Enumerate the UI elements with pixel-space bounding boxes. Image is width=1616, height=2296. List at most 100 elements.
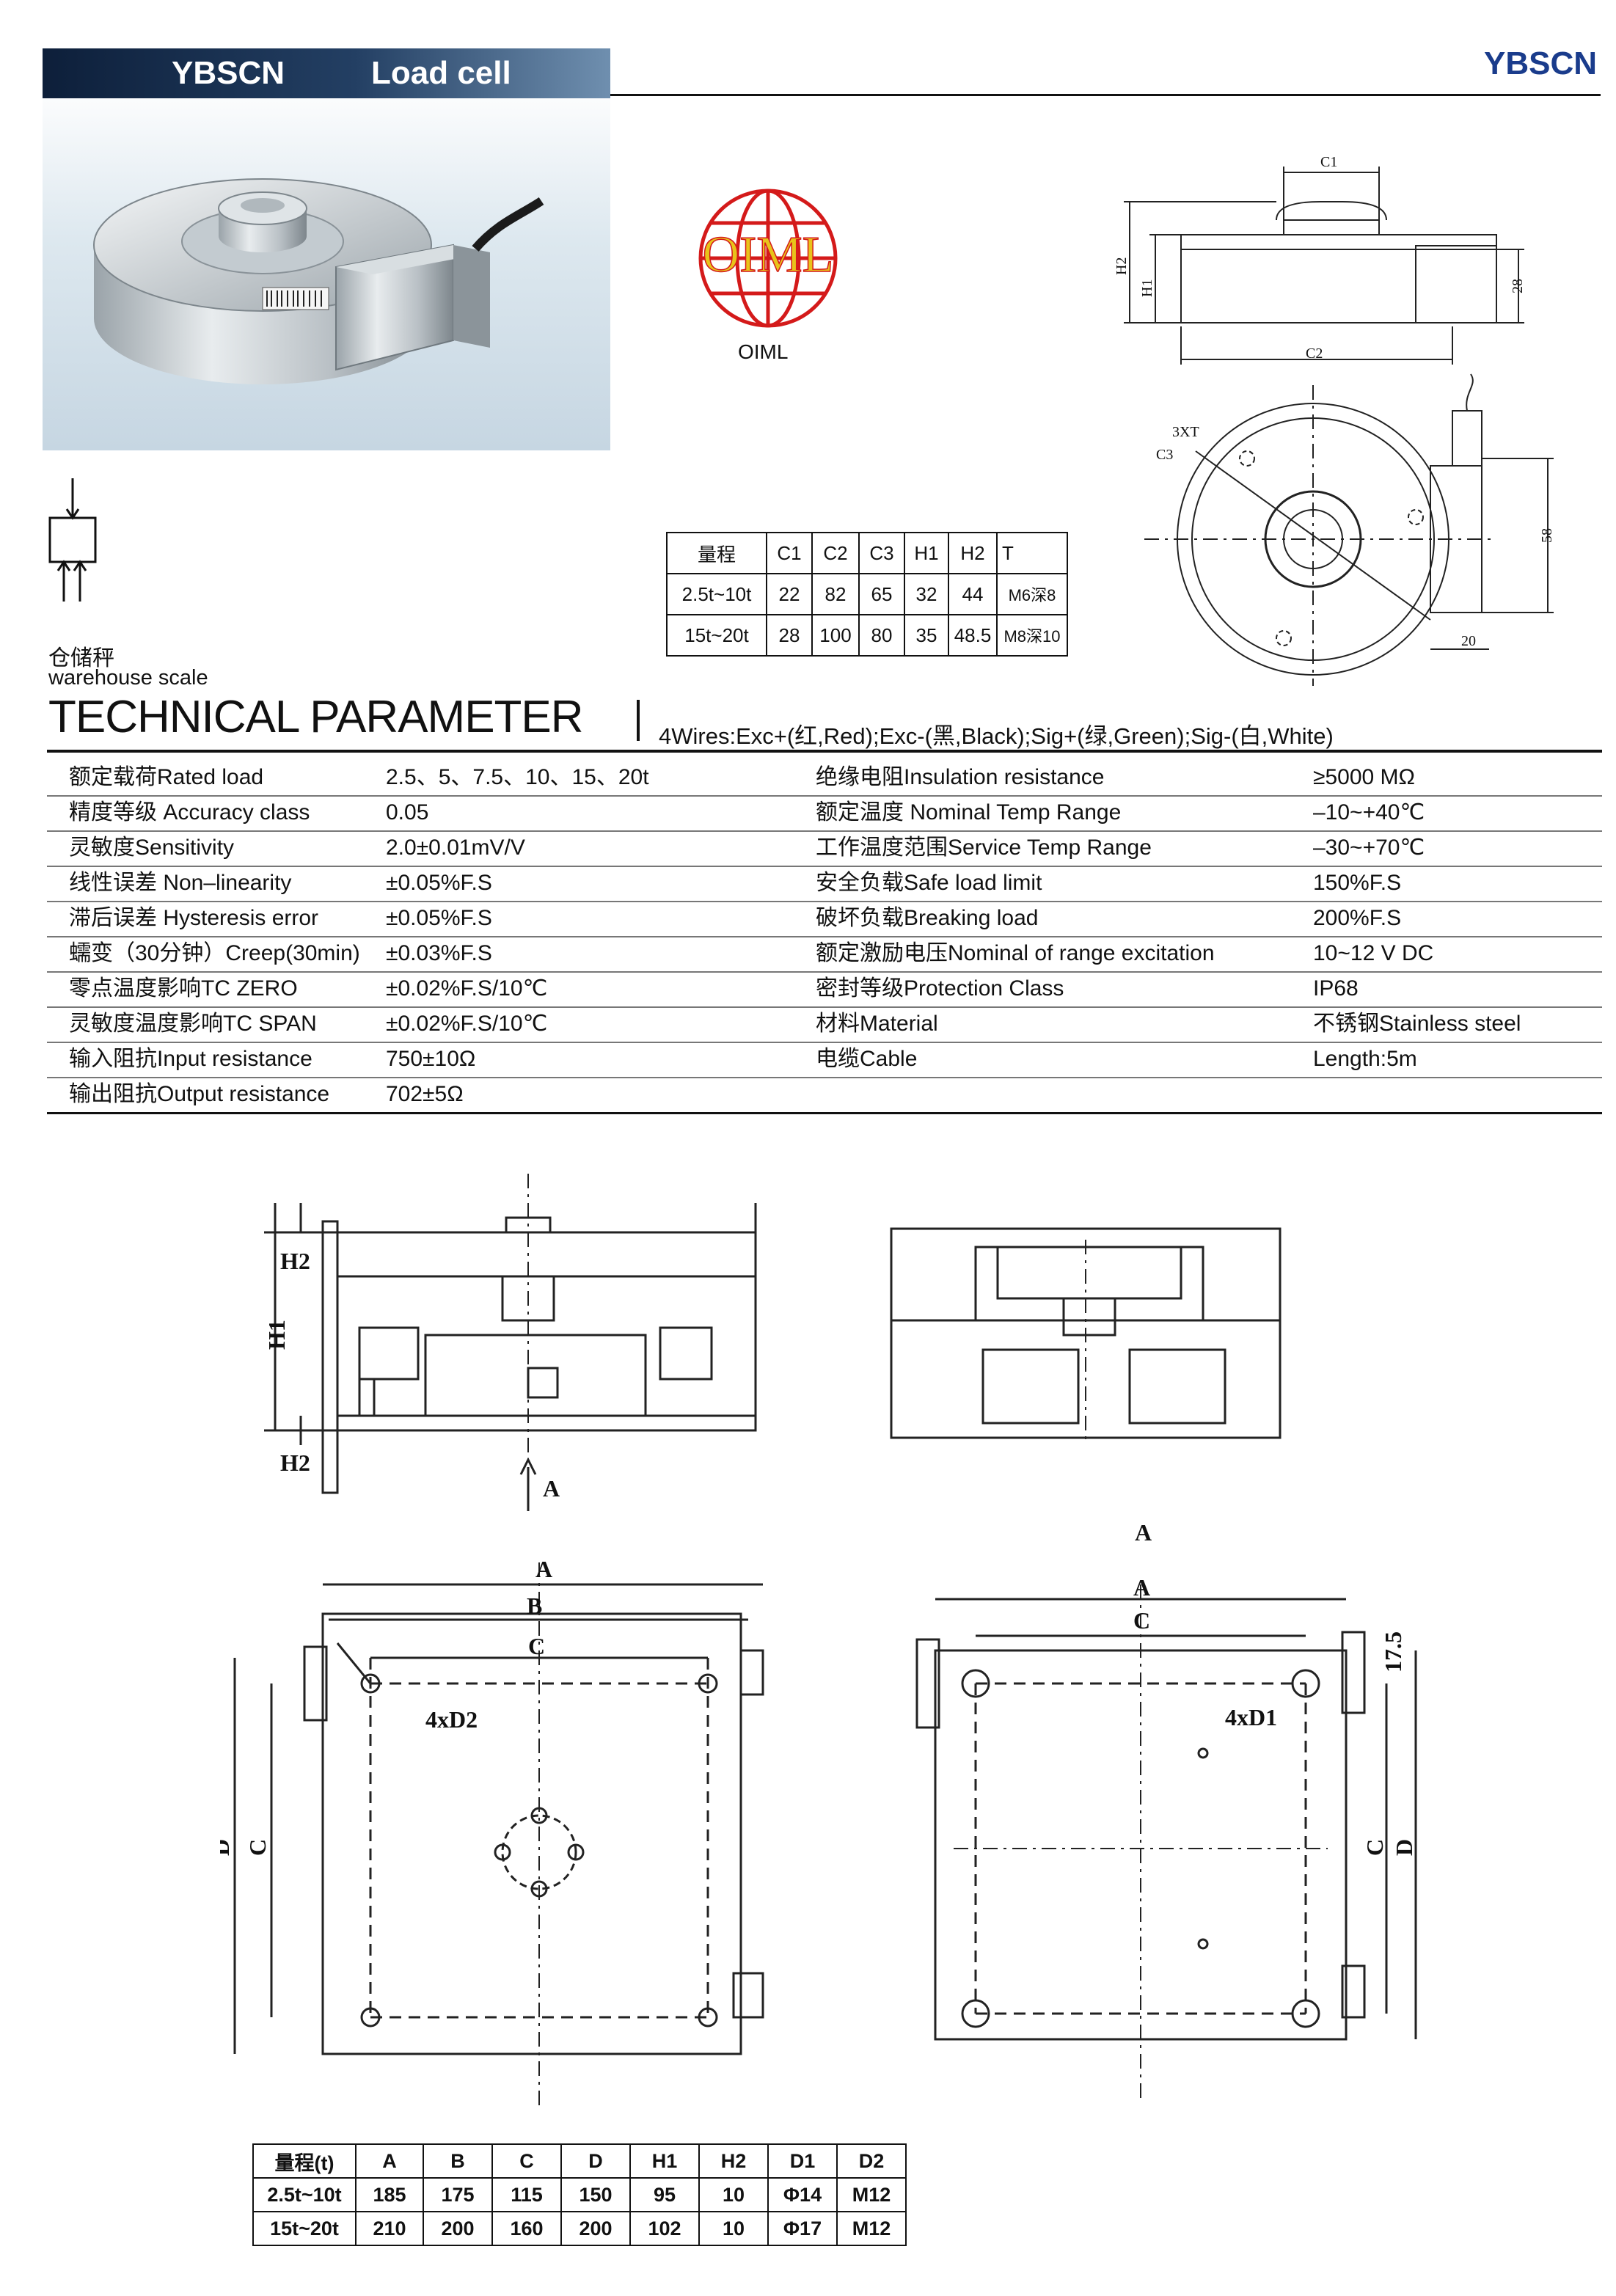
table-cell: 48.5	[948, 614, 998, 657]
dim-label-h2-bottom: H2	[280, 1449, 310, 1476]
product-photo	[43, 98, 610, 450]
table-cell: 82	[811, 573, 860, 615]
dim-label-28: 28	[1510, 279, 1526, 293]
table-cell: M8深10	[996, 614, 1068, 657]
table-cell: Φ14	[767, 2177, 838, 2212]
parameter-label: 额定温度 Nominal Temp Range	[816, 800, 1122, 825]
dim-label-58: 58	[1539, 528, 1555, 543]
dim-label-c-right: C	[1133, 1607, 1150, 1634]
parameter-label: 零点温度影响TC ZERO	[69, 976, 298, 1001]
header-rule	[610, 94, 1601, 96]
hole-label-4xd1: 4xD1	[1225, 1704, 1277, 1730]
table-cell: 185	[355, 2177, 424, 2212]
parameter-label: 额定激励电压Nominal of range excitation	[816, 941, 1215, 965]
table-row: 15t~20t 210 200 160 200 102 10 Φ17 M12	[252, 2211, 907, 2246]
dim-label-h2: H2	[1114, 257, 1130, 275]
parameter-row: 零点温度影响TC ZERO ±0.02%F.S/10℃ 密封等级Protecti…	[47, 971, 1602, 1008]
table-header-cell: H2	[698, 2143, 769, 2179]
table-header-cell: D2	[836, 2143, 907, 2179]
parameter-label: 额定载荷Rated load	[69, 765, 264, 789]
parameter-value: –10~+40℃	[1313, 800, 1425, 825]
table-cell: 2.5t~10t	[252, 2177, 357, 2212]
table-row: 15t~20t 28 100 80 35 48.5 M8深10	[666, 614, 1068, 657]
parameter-row: 滞后误差 Hysteresis error ±0.05%F.S 破坏负载Brea…	[47, 901, 1602, 937]
parameter-value: ±0.05%F.S	[386, 906, 492, 930]
technical-parameter-title: TECHNICAL PARAMETER	[48, 692, 584, 742]
scale-label-cn: 仓储秤	[48, 646, 114, 670]
parameter-label: 安全负载Safe load limit	[816, 871, 1042, 895]
parameter-row: 输出阻抗Output resistance 702±5Ω	[47, 1077, 1602, 1114]
parameter-row: 灵敏度Sensitivity 2.0±0.01mV/V 工作温度范围Servic…	[47, 830, 1602, 867]
load-cell-dimension-drawing: C1 C2 28 H2 H1 3XT C3 58 20	[1114, 154, 1555, 686]
assembly-plan-drawing: A B C D C 4xD2 A A C 4xD1 17.5 C D	[220, 1519, 1417, 2105]
parameter-label: 滞后误差 Hysteresis error	[69, 906, 319, 930]
table-cell: M6深8	[996, 573, 1068, 615]
parameter-value: ≥5000 MΩ	[1313, 765, 1415, 789]
table-cell: 175	[423, 2177, 493, 2212]
table-cell: 160	[491, 2211, 562, 2246]
parameter-value: 10~12 V DC	[1313, 941, 1434, 965]
dim-label-c1: C1	[1320, 154, 1337, 170]
title-cursor-bar	[637, 700, 640, 741]
table-header-cell: C2	[811, 532, 860, 574]
table-cell: M12	[836, 2177, 907, 2212]
table-cell: M12	[836, 2211, 907, 2246]
parameter-row: 线性误差 Non–linearity ±0.05%F.S 安全负载Safe lo…	[47, 866, 1602, 902]
table-cell: 100	[811, 614, 860, 657]
hole-label-4xd2: 4xD2	[425, 1706, 478, 1733]
table-row: 2.5t~10t 185 175 115 150 95 10 Φ14 M12	[252, 2177, 907, 2212]
brand-logo-right: YBSCN	[1483, 45, 1597, 81]
dim-label-d-left: D	[220, 1839, 234, 1856]
parameter-label: 绝缘电阻Insulation resistance	[816, 765, 1105, 789]
view-arrow-label-a: A	[543, 1475, 560, 1502]
parameter-row: 精度等级 Accuracy class 0.05 额定温度 Nominal Te…	[47, 795, 1602, 832]
dim-label-a-left: A	[535, 1556, 552, 1582]
dim-label-c-left-side: C	[244, 1839, 271, 1856]
header-banner: YBSCN Load cell	[43, 48, 610, 98]
dim-label-h1: H1	[1139, 279, 1155, 297]
table-cell: 210	[355, 2211, 424, 2246]
parameter-label: 灵敏度温度影响TC SPAN	[69, 1012, 317, 1036]
brand-name: YBSCN	[172, 55, 285, 91]
parameter-value: 2.0±0.01mV/V	[386, 836, 525, 860]
dim-label-d-right: D	[1391, 1839, 1417, 1856]
dim-label-c-right-side: C	[1361, 1839, 1388, 1856]
oiml-caption: OIML	[738, 340, 789, 363]
parameter-label: 密封等级Protection Class	[816, 976, 1064, 1001]
parameter-label: 精度等级 Accuracy class	[69, 800, 310, 825]
parameter-value: –30~+70℃	[1313, 836, 1425, 860]
product-name: Load cell	[371, 55, 511, 91]
dim-label-h1: H1	[263, 1320, 290, 1350]
table-header-row: 量程(t) A B C D H1 H2 D1 D2	[252, 2143, 907, 2179]
view-label-a: A	[1135, 1519, 1152, 1546]
table-cell: Φ17	[767, 2211, 838, 2246]
dim-label-3xt: 3XT	[1172, 424, 1199, 440]
parameter-value: ±0.03%F.S	[386, 941, 492, 965]
parameter-row: 额定载荷Rated load 2.5、5、7.5、10、15、20t 绝缘电阻I…	[47, 760, 1602, 797]
parameter-value: IP68	[1313, 976, 1359, 1001]
spec-table: 量程 C1 C2 C3 H1 H2 T 2.5t~10t 22 82 65 32…	[666, 532, 1068, 657]
table-cell: 10	[698, 2211, 769, 2246]
parameter-row: 输入阻抗Input resistance 750±10Ω 电缆Cable Len…	[47, 1042, 1602, 1078]
parameter-value: ±0.05%F.S	[386, 871, 492, 895]
dim-label-b-left: B	[527, 1593, 542, 1619]
dim-label-h2-top: H2	[280, 1248, 310, 1274]
table-header-cell: C3	[858, 532, 905, 574]
table-cell: 2.5t~10t	[666, 573, 767, 615]
parameter-value: 702±5Ω	[386, 1082, 464, 1106]
parameter-label: 电缆Cable	[816, 1047, 918, 1071]
scale-diagram-icon	[48, 478, 97, 602]
table-cell: 80	[858, 614, 905, 657]
table-cell: 32	[904, 573, 949, 615]
table-header-row: 量程 C1 C2 C3 H1 H2 T	[666, 532, 1068, 574]
parameter-value: 2.5、5、7.5、10、15、20t	[386, 765, 649, 789]
table-cell: 95	[629, 2177, 700, 2212]
parameter-value: 750±10Ω	[386, 1047, 476, 1071]
table-header-cell: D	[560, 2143, 631, 2179]
wire-color-note: 4Wires:Exc+(红,Red);Exc-(黑,Black);Sig+(绿,…	[659, 723, 1334, 749]
parameter-label: 材料Material	[816, 1012, 938, 1036]
assembly-elevation-drawing: H2 H1 H2 A	[263, 1174, 1282, 1511]
table-header-cell: D1	[767, 2143, 838, 2179]
oiml-logo-text: OIML	[703, 227, 834, 283]
parameter-value: 不锈钢Stainless steel	[1313, 1012, 1521, 1036]
